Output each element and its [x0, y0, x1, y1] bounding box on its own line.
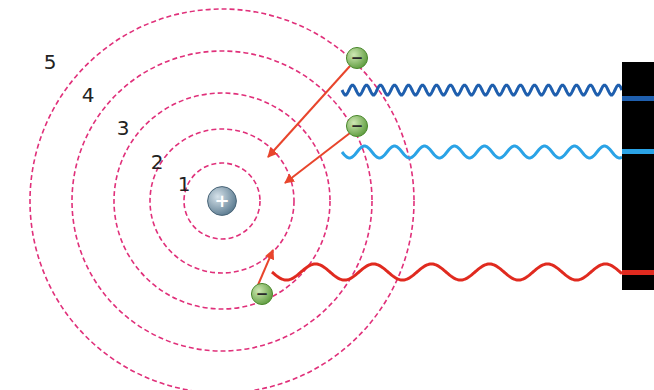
spectrum-line — [622, 149, 654, 154]
jump-arrow — [285, 133, 350, 183]
photon-wave — [342, 85, 622, 95]
jump-arrow — [258, 250, 273, 285]
nucleus: + — [207, 186, 237, 216]
orbit-number: 1 — [178, 174, 191, 194]
photon-wave — [342, 146, 622, 158]
electron: − — [346, 115, 368, 137]
electron-jumps — [258, 66, 350, 285]
electron-charge: − — [256, 287, 269, 302]
orbit-ring — [30, 9, 414, 390]
orbit-rings — [30, 9, 414, 390]
orbit-ring — [184, 163, 260, 239]
electron-charge: − — [351, 51, 364, 66]
photon-waves — [272, 85, 622, 280]
electron-charge: − — [351, 119, 364, 134]
orbit-ring — [72, 51, 372, 351]
spectrum-line — [622, 96, 654, 101]
spectrum-line — [622, 270, 654, 275]
orbit-number: 4 — [82, 85, 95, 105]
photon-wave — [272, 264, 622, 280]
electron: − — [251, 283, 273, 305]
nucleus-charge: + — [214, 192, 229, 210]
orbit-number: 2 — [151, 152, 164, 172]
spectrum-bar — [622, 62, 654, 290]
electron: − — [346, 47, 368, 69]
orbit-number: 3 — [117, 118, 130, 138]
orbit-number: 5 — [44, 52, 57, 72]
